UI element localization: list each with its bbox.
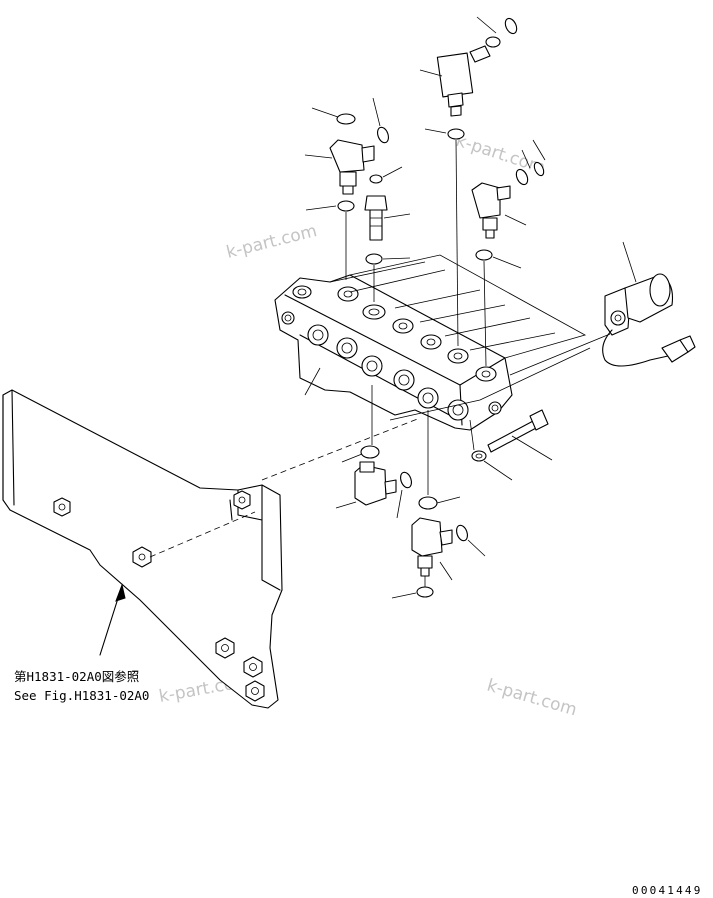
watermark: k-part.com	[485, 676, 579, 721]
port	[361, 355, 383, 377]
nut	[233, 490, 251, 510]
o-ring	[418, 496, 438, 510]
port	[336, 337, 358, 359]
nut	[132, 546, 152, 568]
pressure-switch	[436, 36, 501, 117]
bolt	[487, 409, 549, 453]
port	[417, 387, 439, 409]
watermark: k-part.com	[224, 221, 319, 263]
port	[292, 285, 312, 299]
port	[447, 399, 469, 421]
o-ring	[456, 524, 468, 542]
nut	[243, 656, 263, 678]
o-ring	[336, 113, 356, 125]
pressure-switch	[354, 461, 397, 506]
o-ring	[369, 174, 383, 184]
o-ring	[337, 200, 355, 212]
washer	[471, 450, 487, 462]
o-ring	[533, 161, 545, 177]
drawing-code: 00041449	[632, 884, 703, 897]
reference-arrow	[99, 583, 126, 656]
port	[337, 286, 359, 302]
o-ring	[365, 253, 383, 265]
o-ring	[416, 586, 434, 598]
reference-note-en: See Fig.H1831-02A0	[14, 688, 149, 703]
o-ring	[515, 168, 529, 186]
o-ring	[504, 17, 518, 35]
assembly-centerline	[261, 417, 421, 481]
o-ring	[447, 128, 465, 140]
assembly-centerline	[149, 511, 256, 558]
nut	[215, 637, 235, 659]
port	[420, 334, 442, 350]
o-ring	[360, 445, 380, 459]
reference-note-jp: 第H1831-02A0図参照	[14, 669, 139, 684]
port	[362, 304, 386, 320]
port	[281, 311, 295, 325]
valve-manifold	[274, 274, 513, 431]
port	[393, 369, 415, 391]
port	[447, 348, 469, 364]
fitting	[364, 195, 388, 241]
exploded-frame	[329, 254, 591, 421]
o-ring	[377, 126, 389, 144]
pressure-switch	[329, 139, 375, 195]
watermark: k-part.com	[453, 131, 547, 179]
o-ring	[475, 249, 493, 261]
pressure-switch	[411, 517, 453, 577]
port	[307, 324, 329, 346]
nut	[245, 680, 265, 702]
nut	[53, 497, 71, 517]
pressure-switch	[471, 182, 511, 239]
solenoid-valve	[602, 273, 696, 367]
mounting-bracket	[2, 389, 283, 709]
port	[392, 318, 414, 334]
port	[488, 401, 502, 415]
port	[475, 366, 497, 382]
o-ring	[400, 471, 412, 489]
